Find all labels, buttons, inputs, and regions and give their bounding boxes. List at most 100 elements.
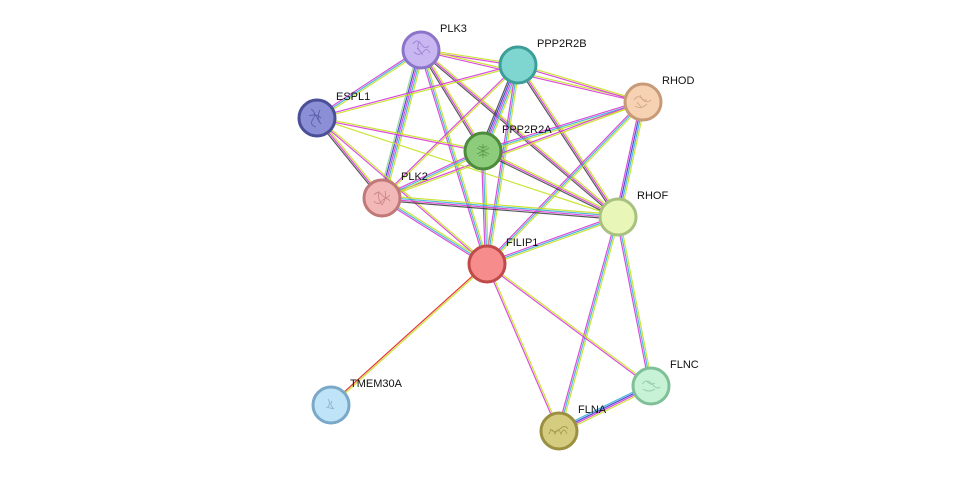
edge-line-textmining [618,216,654,386]
node-flnc[interactable]: FLNC [631,359,699,406]
node-ppp2r2b[interactable]: PPP2R2B [498,38,587,85]
edge-plk3-plk2[interactable] [378,49,425,199]
edge-line-textmining [487,262,652,386]
edge-line-textmining [487,217,619,267]
protein-structure-icon [641,380,661,392]
edge-line-database [486,101,644,265]
node-rhod-circle[interactable] [623,82,663,122]
node-flnc-circle[interactable] [631,366,671,406]
edge-filip1-flnc[interactable] [486,262,652,388]
edge-line-textmining [483,102,644,154]
node-flna[interactable]: FLNA [539,404,607,451]
edge-line-textmining [619,102,646,218]
edge-line-homology [379,49,421,198]
edge-ppp2r2a-rhof[interactable] [482,149,619,219]
edge-line-experimental [380,198,487,266]
node-espl1[interactable]: ESPL1 [297,91,370,138]
edge-ppp2r2b-rhod[interactable] [517,63,644,104]
edge-rhod-filip1[interactable] [485,100,645,266]
edge-ppp2r2b-filip1[interactable] [484,64,521,265]
edge-line-textmining [317,50,423,120]
node-plk3-circle[interactable] [401,30,441,70]
edge-ppp2r2b-plk2[interactable] [381,63,519,200]
edge-line-textmining [382,65,519,200]
edge-line-textmining [518,63,644,102]
edge-line-database [420,49,488,265]
edge-line-experimental [482,99,643,151]
edge-line-experimental [381,63,518,198]
edge-plk3-filip1[interactable] [418,49,490,265]
edge-line-textmining [382,196,489,264]
edge-rhod-rhof[interactable] [615,101,646,218]
edge-line-experimental [482,150,619,218]
node-rhof[interactable]: RHOF [598,190,668,237]
node-ppp2r2b-circle[interactable] [498,45,538,85]
edge-line-database [482,101,644,152]
node-plk3-label: PLK3 [440,23,467,35]
nodes-layer: PLK3 PPP2R2B RHOD ESPL1 PPP2R2A PLK2 [297,23,699,451]
protein-structure-icon [548,426,569,436]
edge-line-textmining [483,149,619,217]
node-espl1-label: ESPL1 [336,91,370,103]
edge-plk3-espl1[interactable] [315,48,423,120]
edge-plk3-ppp2r2a[interactable] [419,48,485,153]
edge-rhof-flna[interactable] [556,216,621,432]
node-plk3[interactable]: PLK3 [401,23,467,70]
protein-structure-icon [476,144,490,158]
edge-line-experimental [615,101,642,217]
node-plk2[interactable]: PLK2 [362,171,428,218]
node-ppp2r2a-label: PPP2R2A [502,124,552,136]
edge-rhof-filip1[interactable] [486,214,619,267]
node-filip1-label: FILIP1 [506,237,538,249]
protein-structure-icon [325,398,335,410]
edge-line-textmining [317,65,519,120]
edge-line-experimental [315,48,421,118]
node-rhod-label: RHOD [662,75,694,87]
edge-line-experimental [517,65,643,104]
node-ppp2r2a[interactable]: PPP2R2A [463,124,552,171]
edge-espl1-ppp2r2a[interactable] [316,116,484,153]
edge-line-textmining [487,102,645,266]
edge-line-textmining [421,48,485,151]
node-filip1-circle[interactable] [467,244,507,284]
edge-line-experimental [381,49,422,199]
edge-espl1-rhof[interactable] [316,117,619,218]
edge-line-textmining [421,48,620,217]
edge-line-experimental [420,49,484,152]
edge-line-coexpression [419,50,483,153]
node-flnc-label: FLNC [670,359,699,371]
node-filip1[interactable]: FILIP1 [467,237,538,284]
edge-rhod-plk2[interactable] [381,100,644,200]
edge-line-experimental [485,100,643,264]
edge-line-database [486,64,519,265]
edge-line-textmining [316,117,619,218]
edge-line-database [382,50,424,199]
edge-line-coexpression [381,199,618,220]
edge-line-database [486,216,619,265]
edge-ppp2r2b-rhof[interactable] [516,63,620,219]
edges-layer [315,48,654,434]
node-rhod[interactable]: RHOD [623,75,694,122]
edge-plk2-rhof[interactable] [381,195,619,220]
edge-rhod-ppp2r2a[interactable] [482,99,644,154]
edge-plk3-rhof[interactable] [419,48,620,219]
edge-line-textmining [382,102,644,200]
edge-plk2-filip1[interactable] [380,196,489,266]
node-rhof-circle[interactable] [598,197,638,237]
edge-line-database [316,49,422,119]
edge-line-experimental [485,264,559,432]
edge-ppp2r2b-espl1[interactable] [316,63,519,120]
node-tmem30a-label: TMEM30A [350,378,403,390]
node-tmem30a[interactable]: TMEM30A [311,378,403,425]
node-plk2-circle[interactable] [362,178,402,218]
edge-line-experimental [420,49,619,218]
edge-line-experimental [486,264,651,388]
protein-structure-icon [633,94,652,109]
edge-filip1-flna[interactable] [485,263,561,432]
edge-line-experimental [316,118,487,266]
edge-line-database [618,102,645,218]
edge-filip1-tmem30a[interactable] [330,262,488,407]
edge-line-textmining [331,264,488,407]
edge-rhof-flnc[interactable] [615,216,654,387]
